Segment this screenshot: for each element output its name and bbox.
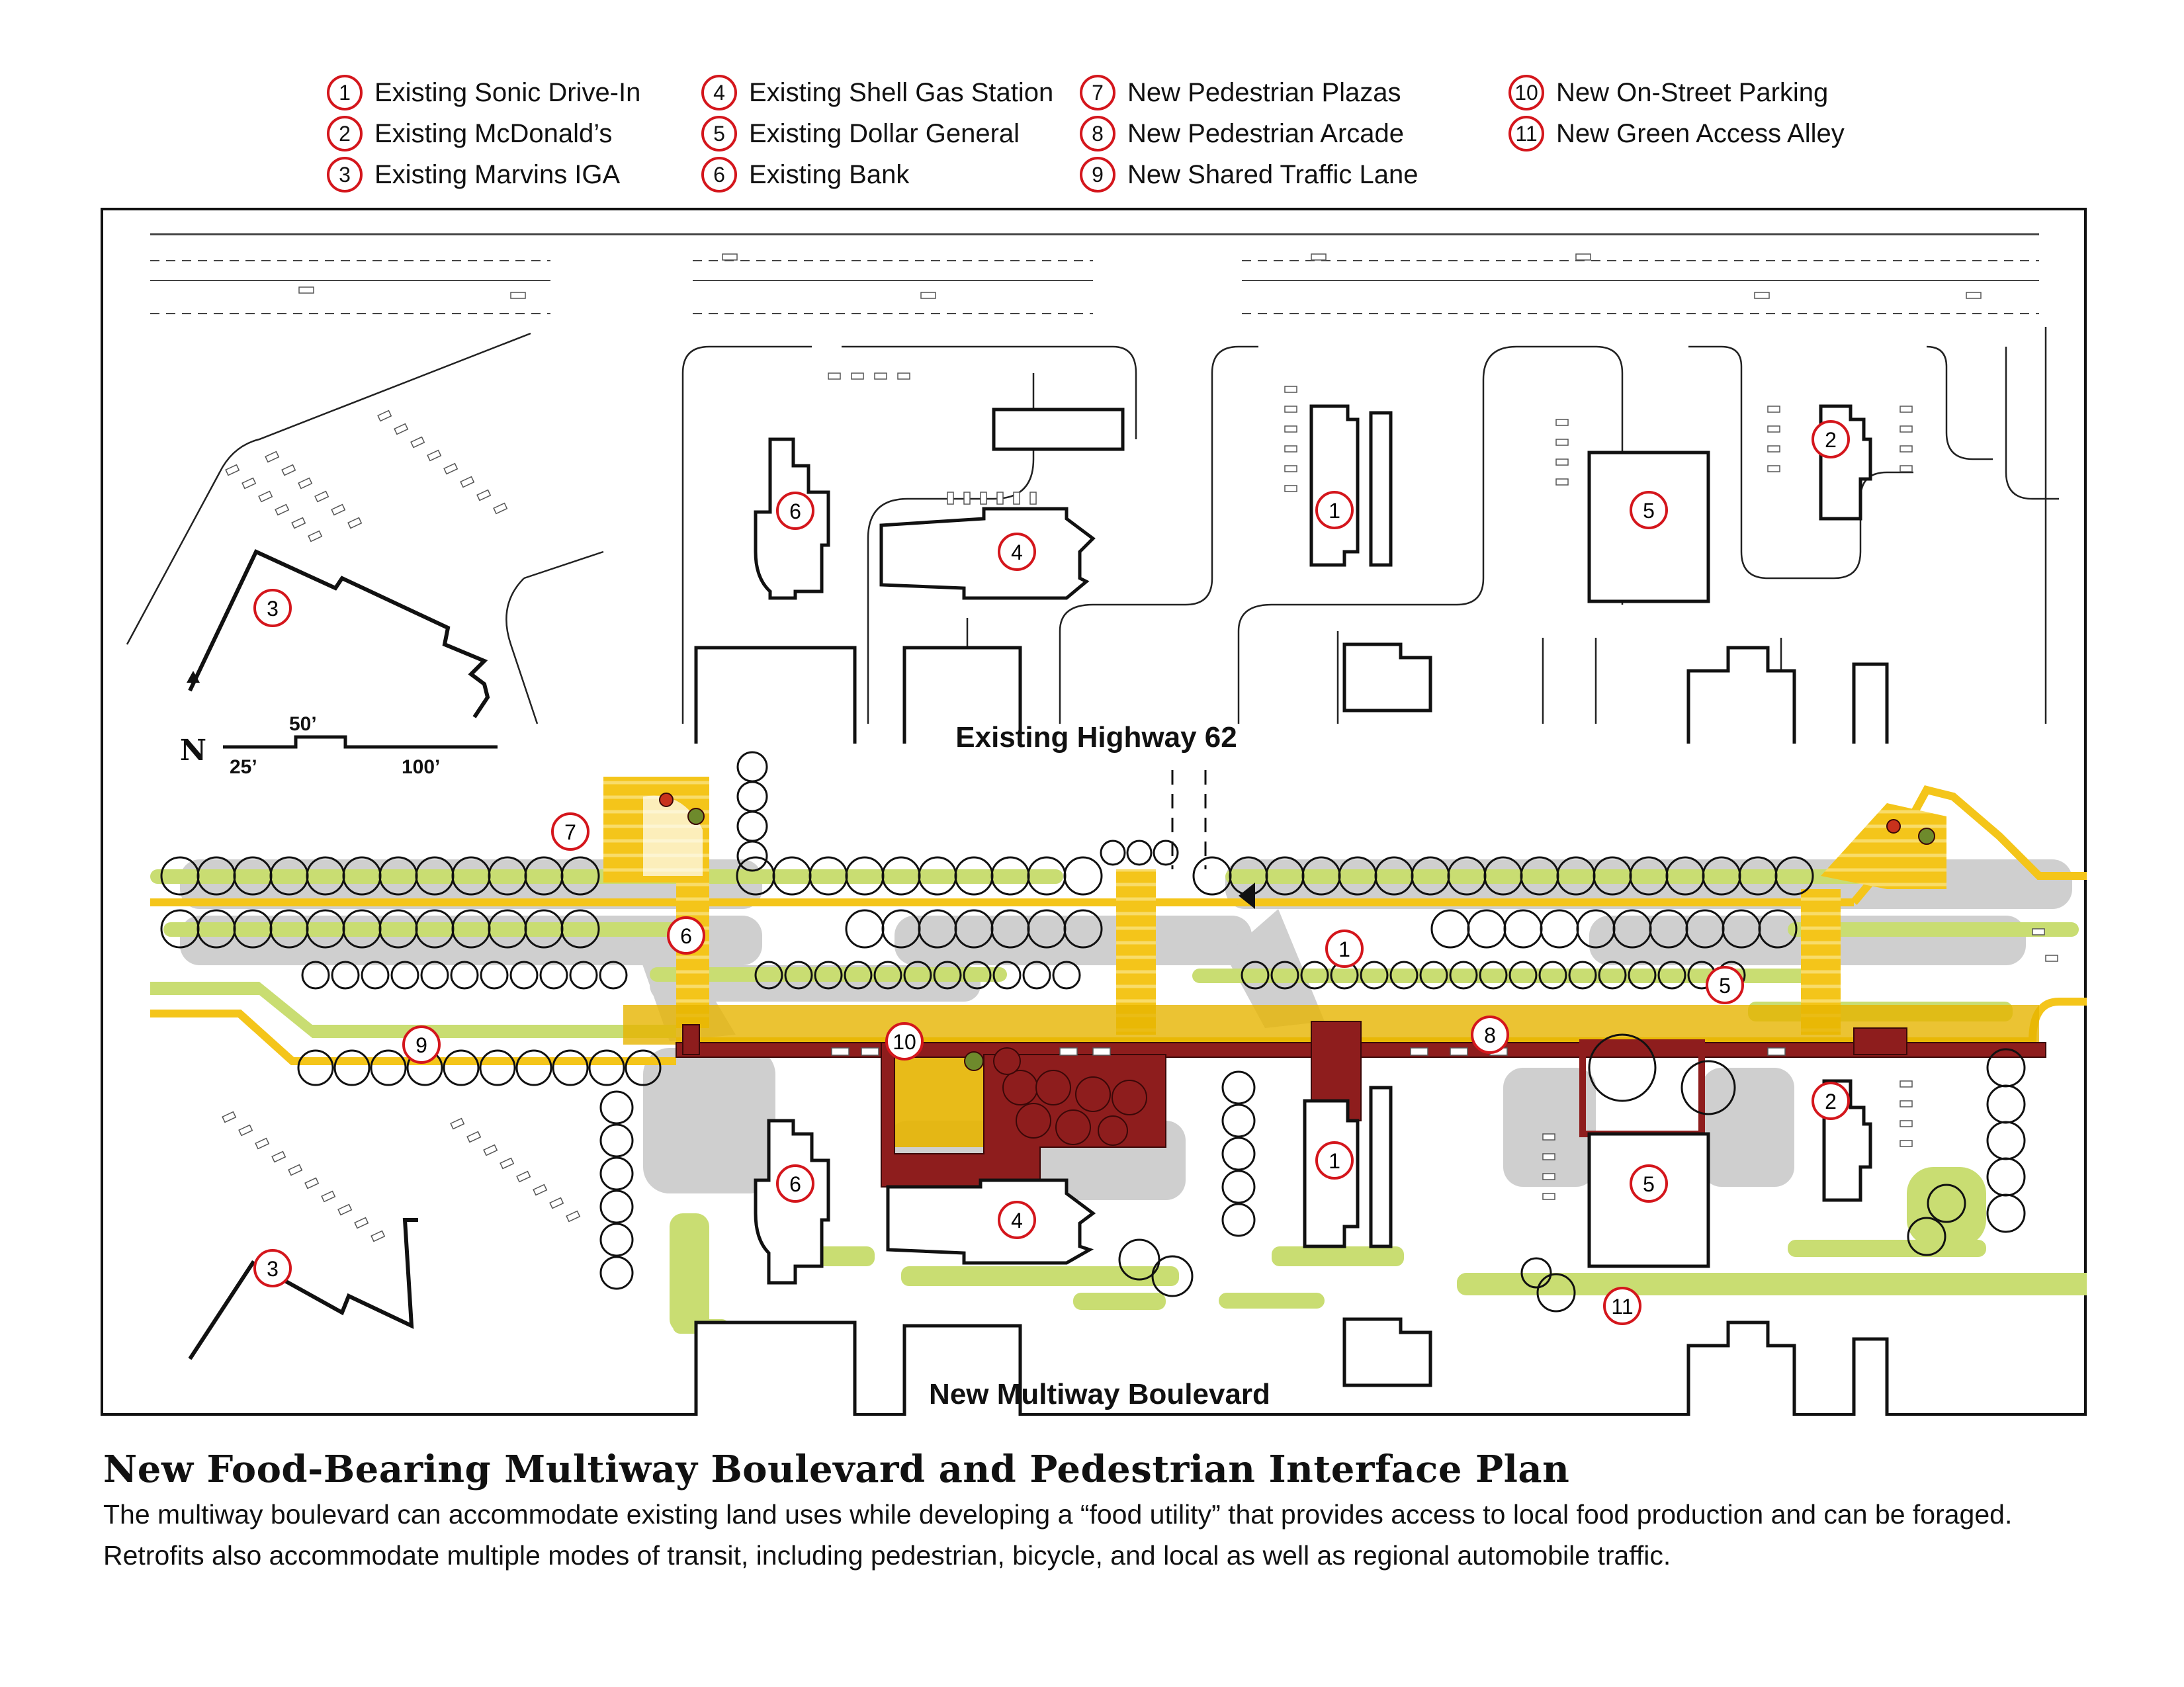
legend-label: Existing Bank: [749, 159, 910, 189]
legend-marker: 9: [1080, 157, 1115, 193]
highway-label: Existing Highway 62: [955, 721, 1237, 754]
marker-6-upper: 6: [789, 499, 801, 523]
legend-marker: 4: [701, 75, 737, 110]
legend-marker: 3: [327, 157, 363, 193]
legend-label: New Green Access Alley: [1556, 118, 1845, 148]
marker-8: 8: [1484, 1023, 1496, 1047]
legend-label: Existing Sonic Drive-In: [374, 77, 641, 107]
tree-canopies: [160, 751, 2026, 1313]
legend-item-3: 3 Existing Marvins IGA: [327, 155, 620, 195]
marker-2-lower: 2: [1825, 1090, 1837, 1113]
legend-label: Existing McDonald’s: [374, 118, 613, 148]
parked-cars-upper: [225, 253, 1982, 542]
marker-6-lower: 6: [680, 924, 692, 948]
marker-1-lower-a: 1: [1338, 937, 1350, 961]
legend-item-5: 5 Existing Dollar General: [701, 114, 1020, 153]
legend-item-1: 1 Existing Sonic Drive-In: [327, 73, 640, 112]
marker-3-lower: 3: [267, 1257, 279, 1281]
highway-access-lines: [1171, 770, 1207, 869]
parked-cars-lower: [222, 928, 2058, 1242]
legend: 1 Existing Sonic Drive-In 2 Existing McD…: [0, 0, 2184, 198]
legend-item-10: 10 New On-Street Parking: [1508, 73, 1828, 112]
legend-label: New Pedestrian Plazas: [1127, 77, 1401, 107]
legend-marker: 8: [1080, 116, 1115, 151]
legend-marker: 2: [327, 116, 363, 151]
legend-marker: 10: [1508, 75, 1544, 110]
marker-4-lower: 4: [1011, 1209, 1023, 1233]
legend-item-4: 4 Existing Shell Gas Station: [701, 73, 1053, 112]
marker-11: 11: [1611, 1295, 1633, 1319]
legend-label: Existing Marvins IGA: [374, 159, 621, 189]
legend-marker: 6: [701, 157, 737, 193]
traffic-direction-arrow: [1239, 883, 1255, 909]
legend-item-8: 8 New Pedestrian Arcade: [1080, 114, 1404, 153]
marker-2-upper: 2: [1825, 428, 1837, 452]
marker-10: 10: [893, 1030, 916, 1054]
plan-frame: [101, 208, 2087, 1416]
legend-label: New Shared Traffic Lane: [1127, 159, 1419, 189]
marker-1-upper: 1: [1329, 499, 1340, 523]
legend-label: New On-Street Parking: [1556, 77, 1829, 107]
legend-marker: 5: [701, 116, 737, 151]
marker-1-lower: 1: [1329, 1149, 1340, 1173]
existing-curbs: [126, 327, 2059, 724]
legend-item-7: 7 New Pedestrian Plazas: [1080, 73, 1401, 112]
marker-5-lower-a: 5: [1719, 974, 1731, 998]
legend-marker: 7: [1080, 75, 1115, 110]
legend-label: New Pedestrian Arcade: [1127, 118, 1405, 148]
scale-label-100: 100’: [402, 756, 440, 778]
legend-label: Existing Dollar General: [749, 118, 1020, 148]
marker-6-lower-b: 6: [789, 1172, 801, 1196]
boulevard-label: New Multiway Boulevard: [929, 1378, 1270, 1410]
marker-3-upper: 3: [267, 597, 279, 621]
legend-marker: 1: [327, 75, 363, 110]
marker-9: 9: [415, 1033, 427, 1057]
legend-item-11: 11 New Green Access Alley: [1508, 114, 1845, 153]
scale-label-25: 25’: [230, 756, 257, 778]
marker-4-upper: 4: [1011, 541, 1023, 564]
scale-label-50: 50’: [289, 713, 317, 735]
legend-item-6: 6 Existing Bank: [701, 155, 909, 195]
fruit-trees: [659, 793, 1935, 1146]
existing-highway-lanes: [150, 233, 2039, 314]
north-arrow: [187, 671, 200, 683]
plan-markers: 3 6 4 1 5 2 7 6 1 5 9 10 8 2 6 1 5 4: [253, 420, 1850, 1325]
scale-bar: [223, 735, 498, 749]
marker-5-lower: 5: [1643, 1172, 1655, 1196]
plan-caption: The multiway boulevard can accommodate e…: [103, 1499, 2013, 1571]
legend-item-2: 2 Existing McDonald’s: [327, 114, 612, 153]
legend-marker: 11: [1508, 116, 1544, 151]
legend-label: Existing Shell Gas Station: [749, 77, 1054, 107]
legend-item-9: 9 New Shared Traffic Lane: [1080, 155, 1419, 195]
north-label: N: [180, 734, 206, 767]
marker-5-upper: 5: [1643, 499, 1655, 523]
plan-title: New Food-Bearing Multiway Boulevard and …: [103, 1448, 1570, 1491]
marker-7: 7: [564, 820, 576, 844]
site-plan: N 25’ 50’ 100’ Existing Highway 62: [101, 208, 2087, 1416]
